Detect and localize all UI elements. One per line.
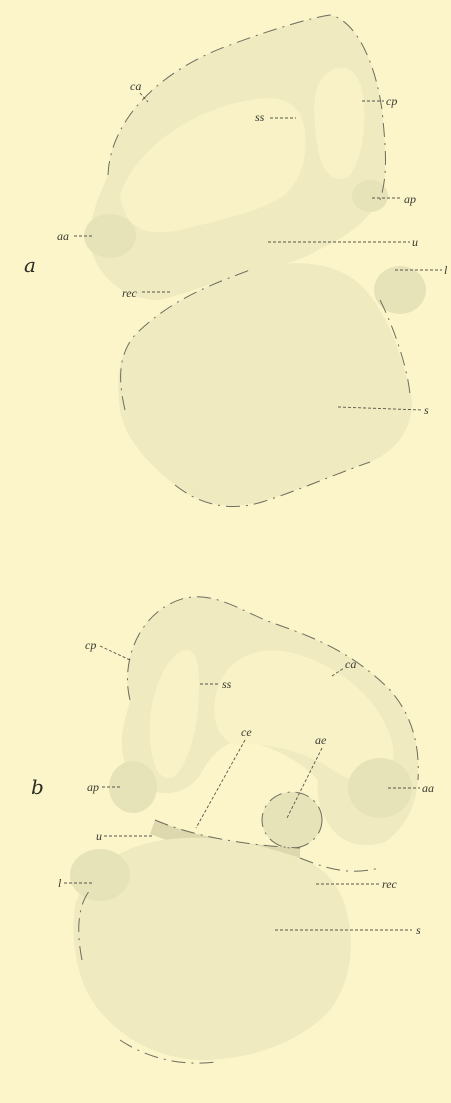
panel-a-label-ca: ca [130, 79, 141, 93]
panel-b-label-s: s [416, 923, 421, 937]
panel-b: b cp ca ss ce ae ap aa u l rec s [31, 597, 434, 1063]
panel-a: a ca ss cp ap aa u l rec s [24, 15, 448, 507]
panel-a-label-rec: rec [122, 286, 138, 300]
panel-b-leader-cp [100, 646, 130, 660]
panel-a-lateral-knob [374, 266, 426, 314]
panel-b-label-ca: ca [345, 657, 356, 671]
panel-a-label-ss: ss [255, 110, 265, 124]
panel-b-label-ss: ss [222, 677, 232, 691]
panel-b-label-ap: ap [87, 780, 99, 794]
panel-b-lateral-knob [70, 849, 130, 901]
panel-b-label-cp: cp [85, 638, 96, 652]
panel-a-label-cp: cp [386, 94, 397, 108]
panel-b-label-ce: ce [241, 725, 252, 739]
panel-b-posterior-ampulla [109, 761, 157, 813]
panel-a-label-l: l [444, 263, 448, 277]
panel-b-label: b [31, 775, 44, 799]
panel-a-posterior-ampulla [352, 180, 388, 212]
panel-a-label-aa: aa [57, 229, 69, 243]
panel-b-label-l: l [58, 876, 62, 890]
panel-b-label-ae: ae [315, 733, 327, 747]
panel-b-label-u: u [96, 829, 102, 843]
panel-b-anterior-ampulla [348, 758, 412, 818]
panel-a-label-ap: ap [404, 192, 416, 206]
panel-b-label-aa: aa [422, 781, 434, 795]
panel-a-label: a [24, 253, 36, 277]
panel-b-label-rec: rec [382, 877, 398, 891]
panel-a-label-s: s [424, 403, 429, 417]
panel-a-saccule-body [118, 263, 412, 505]
panel-a-label-u: u [412, 235, 418, 249]
